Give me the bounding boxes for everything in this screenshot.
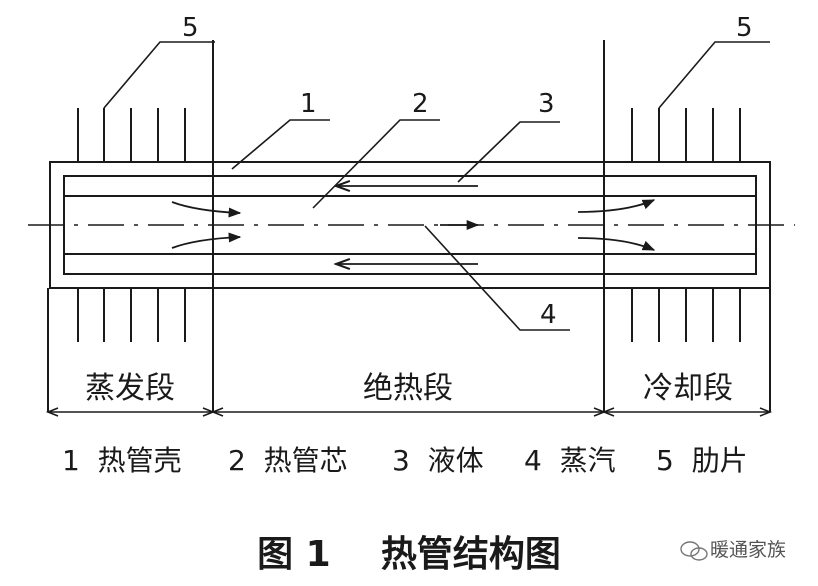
vapor-arrow-cond-bottom: [577, 237, 656, 251]
callout-fins-right: 5: [736, 13, 753, 43]
figure-caption: 图 1 热管结构图: [257, 534, 561, 575]
leader-liquid: [457, 121, 560, 183]
dimension-ticks: [45, 407, 773, 417]
fins-left-top: [77, 108, 186, 162]
legend-item-shell: 1 热管壳: [62, 444, 182, 477]
callout-wick: 2: [412, 89, 429, 119]
vapor-arrow-evap-bottom: [171, 232, 242, 249]
fins-left-bottom: [77, 288, 186, 342]
section-condenser-label: 冷却段: [643, 371, 733, 406]
wechat-icon: [680, 541, 708, 561]
leader-shell: [231, 119, 330, 170]
callout-fins-left: 5: [182, 13, 199, 43]
fins-right-top: [631, 108, 741, 162]
watermark-text: 暖通家族: [710, 539, 786, 561]
callout-vapor: 4: [540, 300, 557, 330]
legend-item-wick: 2 热管芯: [228, 444, 348, 477]
legend-item-liquid: 3 液体: [392, 444, 484, 477]
section-evaporator-label: 蒸发段: [85, 371, 175, 406]
legend-item-vapor: 4 蒸汽: [524, 444, 616, 477]
fins-right-bottom: [631, 288, 741, 342]
vapor-arrow-cond-top: [577, 199, 656, 213]
callout-shell: 1: [300, 89, 317, 119]
section-adiabatic-label: 绝热段: [363, 371, 453, 406]
vapor-arrow-evap-top: [171, 201, 242, 218]
leader-vapor: [424, 225, 570, 331]
callout-liquid: 3: [538, 89, 555, 119]
leader-fins-left: [103, 41, 215, 109]
leader-fins-right: [658, 41, 770, 109]
leader-wick: [312, 119, 440, 209]
legend-item-fins: 5 肋片: [656, 444, 748, 477]
